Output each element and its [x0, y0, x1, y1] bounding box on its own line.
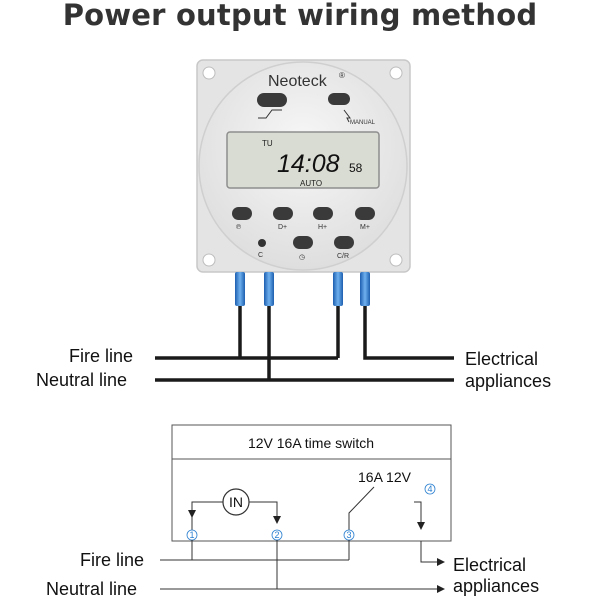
appliances-label-line1: Electrical: [465, 349, 538, 369]
neutral-line-label: Neutral line: [36, 370, 127, 390]
appliances-label-line2: appliances: [465, 371, 551, 391]
mount-hole-icon: [389, 253, 403, 267]
coil-label: IN: [229, 494, 243, 510]
button-label: H+: [318, 224, 327, 231]
timer-device: Neoteck ® MANUAL TU 14:08 58 AUTO ℗ D+ H…: [196, 59, 411, 273]
arrow-right-icon: [437, 585, 445, 593]
clock-button[interactable]: [293, 236, 313, 249]
switch-symbol-icon: [258, 109, 282, 119]
minute-plus-button[interactable]: [355, 207, 375, 220]
manual-button[interactable]: [328, 93, 350, 105]
terminal-wires: [238, 300, 454, 380]
button-label: M+: [360, 224, 370, 231]
schematic-box: [171, 424, 452, 542]
lcd-day: TU: [262, 139, 273, 148]
rocker-switch[interactable]: [257, 93, 287, 107]
mount-hole-icon: [202, 253, 216, 267]
terminal-1-icon: [235, 272, 245, 306]
day-plus-button[interactable]: [273, 207, 293, 220]
relay-contact-icon: [348, 486, 375, 530]
lcd-time: 14:08: [277, 150, 340, 178]
button-label: C: [258, 252, 263, 259]
lcd-display: [226, 131, 380, 189]
brand-reg-mark: ®: [339, 71, 345, 80]
terminal-number: 1: [189, 530, 194, 540]
terminal-2-icon: [264, 272, 274, 306]
schematic-appliances-line1: Electrical: [453, 555, 526, 575]
program-button[interactable]: [232, 207, 252, 220]
manual-label: MANUAL: [350, 120, 376, 126]
hour-plus-button[interactable]: [313, 207, 333, 220]
hand-pointer-icon: [343, 109, 351, 123]
terminal-4-icon: [360, 272, 370, 306]
button-label: C/R: [337, 253, 349, 260]
arrow-right-icon: [437, 558, 445, 566]
schematic-neutral-line-label: Neutral line: [46, 579, 137, 599]
terminal-number: 4: [427, 484, 432, 494]
supply-lines: [155, 356, 454, 382]
fire-line-label: Fire line: [69, 346, 133, 366]
clear-reset-pin[interactable]: [258, 239, 266, 247]
button-label: ℗: [236, 224, 242, 231]
brand-label: Neoteck: [268, 73, 328, 90]
schematic-appliances-line2: appliances: [453, 576, 539, 596]
button-label: D+: [278, 224, 287, 231]
mount-hole-icon: [389, 66, 403, 80]
schematic-header: 12V 16A time switch: [248, 435, 374, 451]
arrow-down-icon: [417, 522, 425, 530]
crimp-terminals: [235, 272, 370, 306]
lcd-mode: AUTO: [300, 179, 322, 188]
mount-hole-icon: [202, 66, 216, 80]
clock-icon: ◷: [299, 254, 305, 261]
terminal-3-icon: [333, 272, 343, 306]
lcd-seconds: 58: [349, 161, 363, 175]
schematic: 12V 16A time switch IN 16A 12V 1 2 3 4: [160, 424, 452, 593]
terminal-number: 2: [274, 530, 279, 540]
terminal-number-icon: [424, 483, 436, 495]
schematic-fire-line-label: Fire line: [80, 550, 144, 570]
arrow-down-icon: [273, 516, 281, 524]
terminal-number: 3: [346, 530, 351, 540]
page-title: Power output wiring method: [62, 0, 538, 32]
relay-rating: 16A 12V: [358, 469, 412, 485]
cancel-recall-button[interactable]: [334, 236, 354, 249]
arrow-down-icon: [188, 510, 196, 518]
